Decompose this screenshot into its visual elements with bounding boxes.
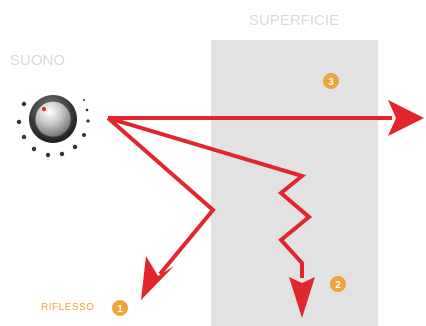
marker-2: 2 bbox=[330, 276, 346, 292]
surface-label: SUPERFICIE bbox=[249, 12, 339, 29]
marker-3: 3 bbox=[323, 73, 339, 89]
sound-label: SUONO bbox=[10, 52, 65, 69]
arrowhead-transmitted bbox=[388, 100, 424, 136]
speaker-knob-icon bbox=[17, 95, 90, 157]
svg-text:1: 1 bbox=[117, 304, 123, 315]
svg-text:2: 2 bbox=[335, 280, 341, 291]
reflection-label: RIFLESSO bbox=[41, 302, 94, 313]
marker-1: 1 bbox=[112, 300, 128, 316]
arrow-reflected bbox=[108, 118, 213, 274]
knob-indicator bbox=[42, 107, 46, 111]
svg-text:3: 3 bbox=[328, 77, 334, 88]
